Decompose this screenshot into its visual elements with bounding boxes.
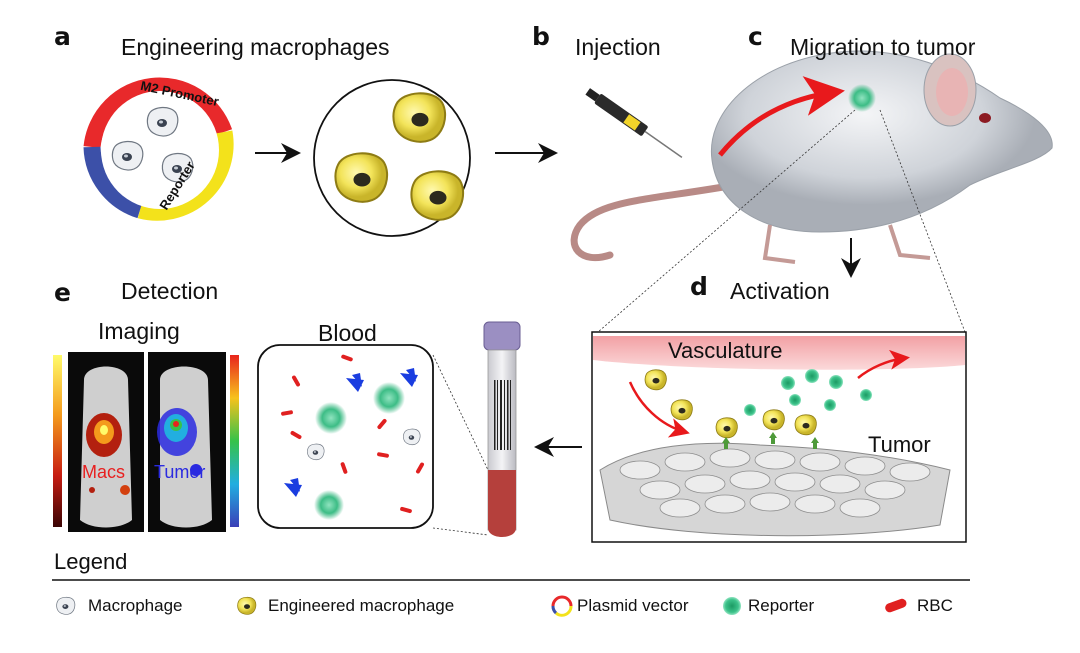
panel-b-letter: b [532, 22, 550, 51]
panel-d-title: Activation [730, 278, 830, 304]
activated-macrophage [670, 399, 693, 421]
panel-e-letter: e [54, 278, 71, 307]
syringe [585, 88, 683, 158]
tumor-site [848, 84, 876, 112]
mouse [570, 50, 1053, 264]
blood-macrophage [403, 428, 421, 446]
tumor-label: Tumor [868, 432, 931, 457]
imaging-mouse-macs [68, 352, 144, 532]
panel-a-title: Engineering macrophages [121, 34, 390, 60]
migration-arrow [718, 76, 845, 157]
imaging-mouse-tumor [148, 352, 226, 532]
blood-reporters [314, 382, 405, 520]
plasmid-macrophage [146, 106, 179, 137]
panel-e-title: Detection [121, 278, 219, 304]
legend-item-engineered-macrophage: Engineered macrophage [268, 596, 455, 615]
tumor-tissue [599, 442, 951, 537]
activated-macrophage [644, 369, 667, 391]
legend-item-reporter: Reporter [748, 596, 815, 615]
legend-title: Legend [54, 549, 128, 574]
plasmid-macrophage [111, 140, 144, 171]
imaging-tumor-label: Tumor [154, 462, 206, 482]
panel-c-title: Migration to tumor [790, 34, 976, 60]
zoom-line [432, 354, 489, 471]
vasculature-label: Vasculature [668, 338, 783, 363]
reporter-icon [723, 597, 741, 615]
plasmid-ring [83, 77, 234, 221]
rainbow-colorbar [230, 355, 239, 527]
legend-item-rbc: RBC [917, 596, 953, 615]
release-arrow [857, 349, 910, 379]
legend-item-macrophage: Macrophage [88, 596, 183, 615]
engineered-macrophage-icon [237, 596, 257, 615]
activated-macrophage [715, 417, 738, 439]
secreted-reporters [744, 369, 872, 416]
panel-a-letter: a [54, 22, 71, 51]
signal-arrows [722, 432, 819, 449]
engineered-macrophage [410, 170, 465, 221]
zoom-line [597, 109, 856, 333]
blood-label: Blood [318, 320, 377, 346]
infiltration-arrow [628, 381, 690, 438]
activated-macrophage [794, 414, 817, 436]
engineered-macrophage [334, 152, 389, 203]
blood-arrows [284, 368, 418, 497]
plasmid-vector-icon [551, 595, 573, 617]
heat-colorbar [53, 355, 62, 527]
blood-tube [483, 321, 521, 537]
engineered-macrophage [392, 92, 447, 143]
zoom-line [432, 527, 489, 536]
macs-label: Macs [82, 462, 126, 482]
panel-d-letter: d [690, 272, 708, 301]
rbc-icon [885, 598, 907, 613]
panel-b-title: Injection [575, 34, 661, 60]
macrophage-icon [56, 596, 76, 615]
panel-c-letter: c [748, 22, 763, 51]
legend-item-plasmid-vector: Plasmid vector [577, 596, 689, 615]
imaging-label: Imaging [98, 318, 180, 344]
activated-macrophage [762, 409, 785, 431]
blood-macrophage [307, 443, 325, 461]
